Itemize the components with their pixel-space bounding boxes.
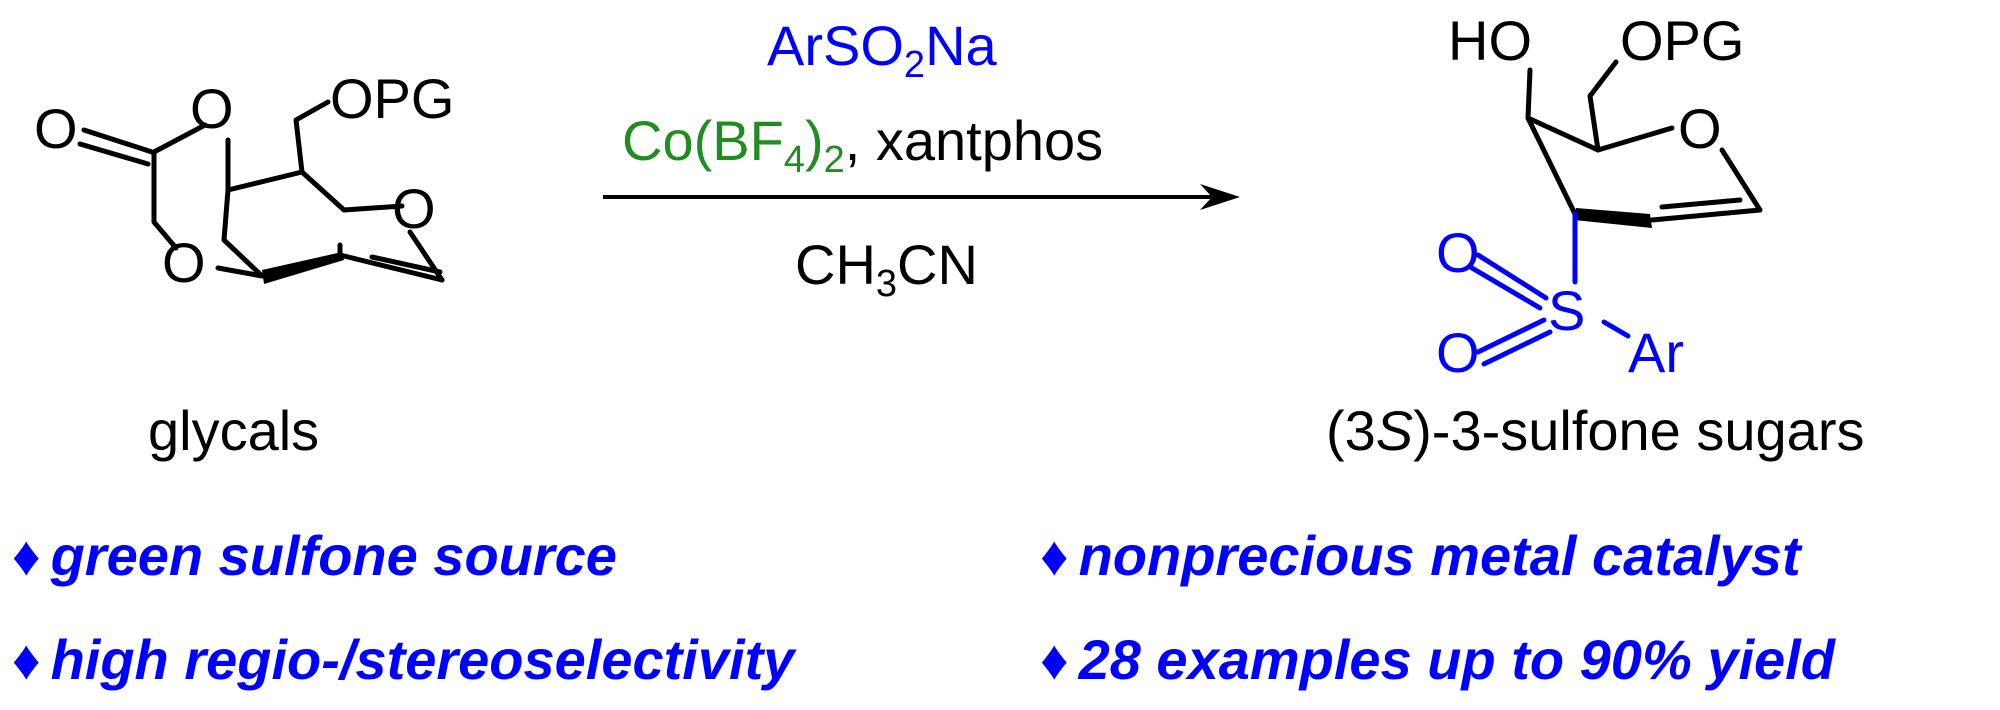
bond-c4-c5-o bbox=[299, 169, 405, 213]
bond-c5-ch2 bbox=[1587, 59, 1619, 153]
bond-c4-c5 bbox=[1525, 115, 1601, 153]
atom-sulfur: S bbox=[1548, 279, 1585, 342]
diamond-icon: ♦ bbox=[12, 628, 41, 691]
diamond-icon: ♦ bbox=[12, 524, 41, 587]
bond-c3-c4 bbox=[1525, 115, 1578, 217]
bond-c1-c2 bbox=[1649, 207, 1763, 223]
reagent-sulfinate: ArSO2Na bbox=[767, 14, 998, 86]
diamond-icon: ♦ bbox=[1040, 628, 1069, 691]
bond-ch2-opg bbox=[293, 99, 331, 175]
bond-o-c1 bbox=[1719, 147, 1763, 213]
wedge-bond-right bbox=[1574, 208, 1652, 228]
feature-text: green sulfone source bbox=[50, 524, 617, 587]
atom-ho: HO bbox=[1448, 9, 1532, 72]
atom-sulfone-o-upper: O bbox=[1436, 221, 1480, 284]
bond-c5-o bbox=[1595, 125, 1675, 153]
bond-double-inner bbox=[369, 254, 443, 275]
feature-item-examples: ♦28 examples up to 90% yield bbox=[1040, 632, 1835, 688]
arrow-head bbox=[1200, 184, 1240, 210]
feature-item-green-sulfone: ♦green sulfone source bbox=[12, 528, 617, 584]
bond-s-double-o-lower bbox=[1475, 317, 1553, 367]
bond-s-ar bbox=[1601, 319, 1631, 339]
bond-c3-c4 bbox=[221, 237, 265, 279]
atom-o-upper: O bbox=[190, 77, 234, 140]
feature-item-metal-catalyst: ♦nonprecious metal catalyst bbox=[1040, 528, 1801, 584]
feature-text: 28 examples up to 90% yield bbox=[1078, 628, 1835, 691]
atom-opg-right: OPG bbox=[1620, 9, 1744, 72]
reagent-solvent: CH3CN bbox=[795, 233, 978, 305]
wedge-bond-bottom bbox=[262, 252, 344, 284]
bond-double-inner-right bbox=[1659, 197, 1743, 210]
bond-s-double-o-upper bbox=[1469, 252, 1549, 311]
label-glycals: glycals bbox=[148, 399, 319, 462]
atom-aryl: Ar bbox=[1628, 321, 1684, 384]
atom-sulfone-o-lower: O bbox=[1436, 321, 1480, 384]
bond-c4-c3 bbox=[221, 169, 305, 243]
bond-carbonate bbox=[151, 122, 208, 251]
label-product: (3S)-3-sulfone sugars bbox=[1326, 399, 1864, 462]
reaction-arrow bbox=[603, 184, 1240, 210]
feature-text: nonprecious metal catalyst bbox=[1078, 524, 1801, 587]
atom-ring-o-right: O bbox=[1678, 97, 1722, 160]
atom-o-lower: O bbox=[162, 231, 206, 294]
feature-item-selectivity: ♦high regio-/stereoselectivity bbox=[12, 632, 794, 688]
diamond-icon: ♦ bbox=[1040, 524, 1069, 587]
bond-o-bottom bbox=[215, 265, 265, 279]
atom-ring-o: O bbox=[392, 177, 436, 240]
bond-o-c1 bbox=[407, 229, 445, 283]
atom-opg-left: OPG bbox=[330, 67, 454, 130]
sulfone-sugar-structure: HO OPG O O S O Ar bbox=[1436, 9, 1763, 384]
feature-text: high regio-/stereoselectivity bbox=[50, 628, 795, 691]
bond-ho-c4 bbox=[1525, 67, 1533, 121]
glycal-structure: O O O O OPG bbox=[34, 67, 454, 294]
bond-c-double-o bbox=[77, 127, 155, 167]
atom-carbonyl-o: O bbox=[34, 97, 78, 160]
reagent-catalyst: Co(BF4)2, xantphos bbox=[622, 109, 1103, 181]
